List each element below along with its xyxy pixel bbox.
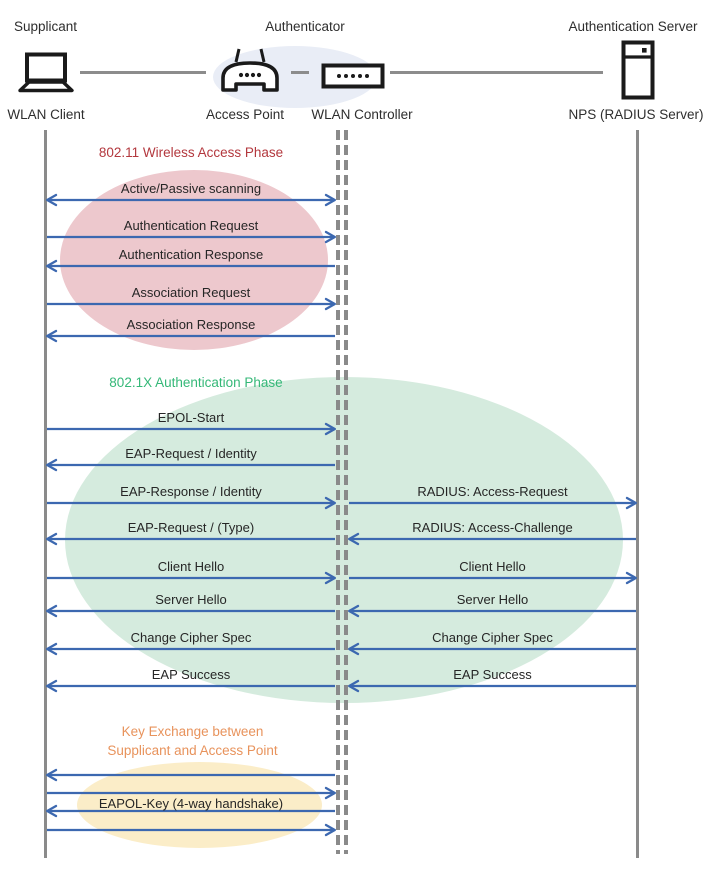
- message-label: EPOL-Start: [157, 410, 225, 425]
- lifeline-radius-server: [636, 130, 639, 858]
- message-arrow-right: [47, 823, 336, 837]
- message-arrow-right: [47, 786, 336, 800]
- message-label: EAP-Request / Identity: [125, 446, 257, 461]
- message-arrow-left: [348, 642, 636, 656]
- connector-line-ap-controller: [291, 71, 309, 74]
- message-arrow-left: [46, 604, 335, 618]
- message-label: Client Hello: [157, 559, 225, 574]
- access-point-icon: [221, 48, 279, 92]
- message-arrow-right: [47, 496, 336, 510]
- message-arrow-right: [47, 422, 336, 436]
- phase3-ellipse: [77, 762, 322, 848]
- message-arrow-left: [46, 642, 335, 656]
- phase3-title: Key Exchange between Supplicant and Acce…: [90, 722, 295, 760]
- message-arrow-right: [47, 230, 336, 244]
- node-caption-wlan-client: WLAN Client: [7, 107, 85, 122]
- phase3-title-line1: Key Exchange between: [121, 724, 264, 739]
- message-label: Authentication Response: [118, 247, 264, 262]
- message-label: EAP Success: [151, 667, 231, 682]
- node-caption-access-point: Access Point: [205, 107, 285, 122]
- message-label: EAP-Response / Identity: [120, 484, 262, 499]
- message-label: Association Request: [131, 285, 251, 300]
- lifeline-wlan-client: [44, 130, 47, 858]
- message-arrow-left: [46, 532, 335, 546]
- message-arrow-both: [46, 193, 336, 207]
- message-label: Active/Passive scanning: [120, 181, 262, 196]
- message-label: Change Cipher Spec: [432, 630, 553, 645]
- node-caption-wlan-controller: WLAN Controller: [311, 107, 413, 122]
- message-arrow-left: [46, 804, 335, 818]
- message-arrow-left: [46, 679, 335, 693]
- message-arrow-left: [46, 259, 335, 273]
- message-arrow-right: [47, 571, 336, 585]
- message-label: RADIUS: Access-Challenge: [412, 520, 573, 535]
- server-icon: [621, 40, 655, 100]
- message-arrow-left: [46, 768, 335, 782]
- message-arrow-right: [349, 571, 637, 585]
- message-arrow-left: [46, 458, 335, 472]
- message-label: Client Hello: [459, 559, 526, 574]
- message-arrow-left: [46, 329, 335, 343]
- message-label: Server Hello: [456, 592, 529, 607]
- message-label: Server Hello: [155, 592, 227, 607]
- wlan-controller-icon: [321, 63, 385, 89]
- message-label: Authentication Request: [123, 218, 259, 233]
- lifeline-wlan-controller-dashed-2: [344, 130, 348, 854]
- phase3-title-line2: Supplicant and Access Point: [107, 743, 278, 758]
- role-label-supplicant: Supplicant: [14, 19, 78, 34]
- message-arrow-left: [348, 532, 636, 546]
- message-arrow-right: [47, 297, 336, 311]
- node-caption-nps-radius-server: NPS (RADIUS Server): [568, 107, 704, 122]
- message-label: EAP Success: [453, 667, 532, 682]
- message-label: Change Cipher Spec: [130, 630, 252, 645]
- message-arrow-left: [348, 679, 636, 693]
- message-label: RADIUS: Access-Request: [417, 484, 568, 499]
- message-label: Association Response: [126, 317, 256, 332]
- message-arrow-right: [349, 496, 637, 510]
- connector-line-client-ap: [80, 71, 206, 74]
- phase2-title: 802.1X Authentication Phase: [109, 375, 283, 390]
- connector-line-controller-server: [390, 71, 603, 74]
- role-label-authenticator: Authenticator: [265, 19, 345, 34]
- phase1-title: 802.11 Wireless Access Phase: [98, 145, 284, 160]
- message-arrow-left: [348, 604, 636, 618]
- message-label: EAPOL-Key (4-way handshake): [98, 796, 284, 811]
- laptop-icon: [18, 52, 74, 93]
- role-label-authentication-server: Authentication Server: [568, 19, 698, 34]
- message-label: EAP-Request / (Type): [127, 520, 255, 535]
- lifeline-wlan-controller-dashed-1: [336, 130, 340, 854]
